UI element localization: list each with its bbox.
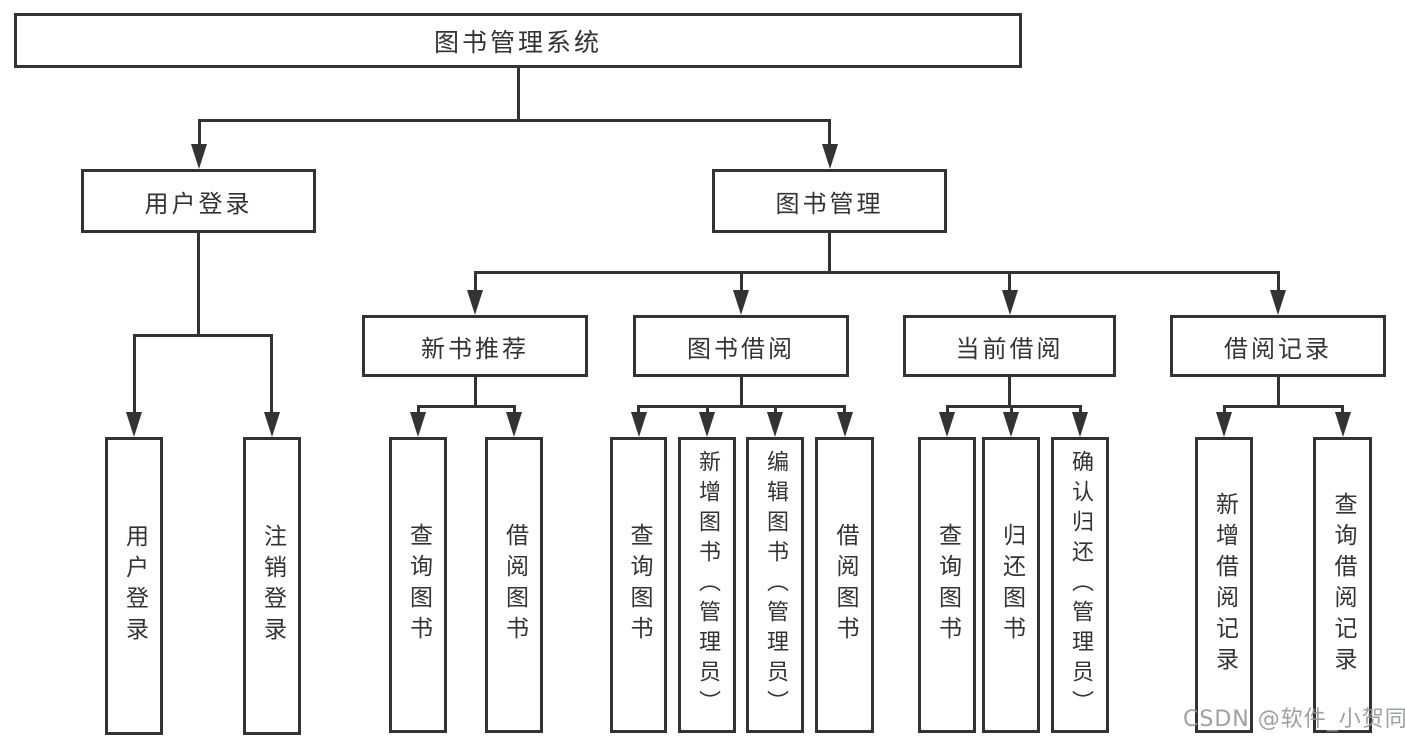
connector-stem-new-book-recommend (473, 377, 477, 407)
connector-stem-root (516, 68, 520, 121)
node-leaf-borrow-books-2: 借阅图书 (815, 437, 874, 733)
connector-bar-book-management (473, 270, 1280, 274)
connector-stem-book-borrowing (739, 377, 743, 407)
arrowhead-icon (1216, 412, 1232, 437)
arrowhead-icon (767, 412, 783, 437)
connector-bar-user-login (132, 333, 273, 337)
connector-bar-book-borrowing (637, 404, 846, 408)
node-leaf-add-borrow-record: 新增借阅记录 (1195, 437, 1253, 733)
arrowhead-icon (939, 412, 955, 437)
arrowhead-icon (1334, 412, 1351, 437)
arrow-stem-book-management-0 (473, 272, 477, 297)
arrowhead-icon (821, 144, 838, 169)
node-borrowing-records: 借阅记录 (1170, 315, 1386, 377)
arrowhead-icon (263, 412, 280, 437)
node-leaf-query-borrow-record: 查询借阅记录 (1313, 437, 1372, 733)
arrow-stem-root-1 (828, 120, 831, 151)
arrow-stem-book-management-3 (1276, 272, 1280, 297)
node-root: 图书管理系统 (14, 13, 1022, 68)
connector-bar-new-book-recommend (416, 404, 516, 408)
node-leaf-return-books: 归还图书 (982, 437, 1040, 733)
connector-stem-borrowing-records (1276, 377, 1280, 407)
arrowhead-icon (1270, 290, 1286, 315)
arrowhead-icon (699, 412, 715, 437)
node-leaf-edit-books: 编辑图书（管理员） (746, 437, 804, 733)
arrowhead-icon (191, 144, 207, 169)
arrowhead-icon (630, 412, 647, 437)
node-leaf-confirm-return: 确认归还（管理员） (1051, 437, 1109, 733)
arrowhead-icon (836, 412, 853, 437)
arrowhead-icon (467, 290, 483, 315)
connector-stem-current-borrowing (1008, 377, 1011, 407)
connector-bar-current-borrowing (945, 404, 1082, 408)
node-leaf-query-books-1: 查询图书 (389, 437, 447, 733)
arrowhead-icon (1003, 412, 1019, 437)
node-leaf-add-books: 新增图书（管理员） (678, 437, 736, 733)
arrowhead-icon (1001, 290, 1018, 315)
node-leaf-query-books-2: 查询图书 (610, 437, 667, 733)
arrow-stem-book-management-2 (1008, 272, 1011, 297)
arrowhead-icon (506, 412, 522, 437)
csdn-watermark: CSDN @软件_小贺同学 (1183, 707, 1405, 732)
connector-bar-borrowing-records (1222, 404, 1344, 408)
arrow-stem-root-0 (197, 120, 201, 151)
node-user-login: 用户登录 (81, 169, 316, 233)
connector-stem-book-management (828, 233, 831, 273)
arrow-stem-user-login-1 (270, 335, 273, 419)
node-leaf-user-login: 用户登录 (105, 437, 163, 735)
node-current-borrowing: 当前借阅 (903, 315, 1116, 377)
node-leaf-borrow-books-1: 借阅图书 (485, 437, 543, 733)
arrowhead-icon (1072, 412, 1088, 437)
arrowhead-icon (410, 412, 426, 437)
node-new-book-recommend: 新书推荐 (362, 315, 588, 377)
arrow-stem-user-login-0 (132, 335, 136, 419)
node-book-management: 图书管理 (712, 169, 947, 233)
arrowhead-icon (733, 290, 749, 315)
connector-bar-root (197, 118, 831, 122)
node-book-borrowing: 图书借阅 (633, 315, 849, 377)
arrow-stem-book-management-1 (739, 272, 743, 297)
node-leaf-query-books-3: 查询图书 (918, 437, 976, 733)
node-leaf-logout: 注销登录 (243, 437, 301, 735)
arrowhead-icon (126, 412, 142, 437)
connector-stem-user-login (197, 233, 200, 336)
